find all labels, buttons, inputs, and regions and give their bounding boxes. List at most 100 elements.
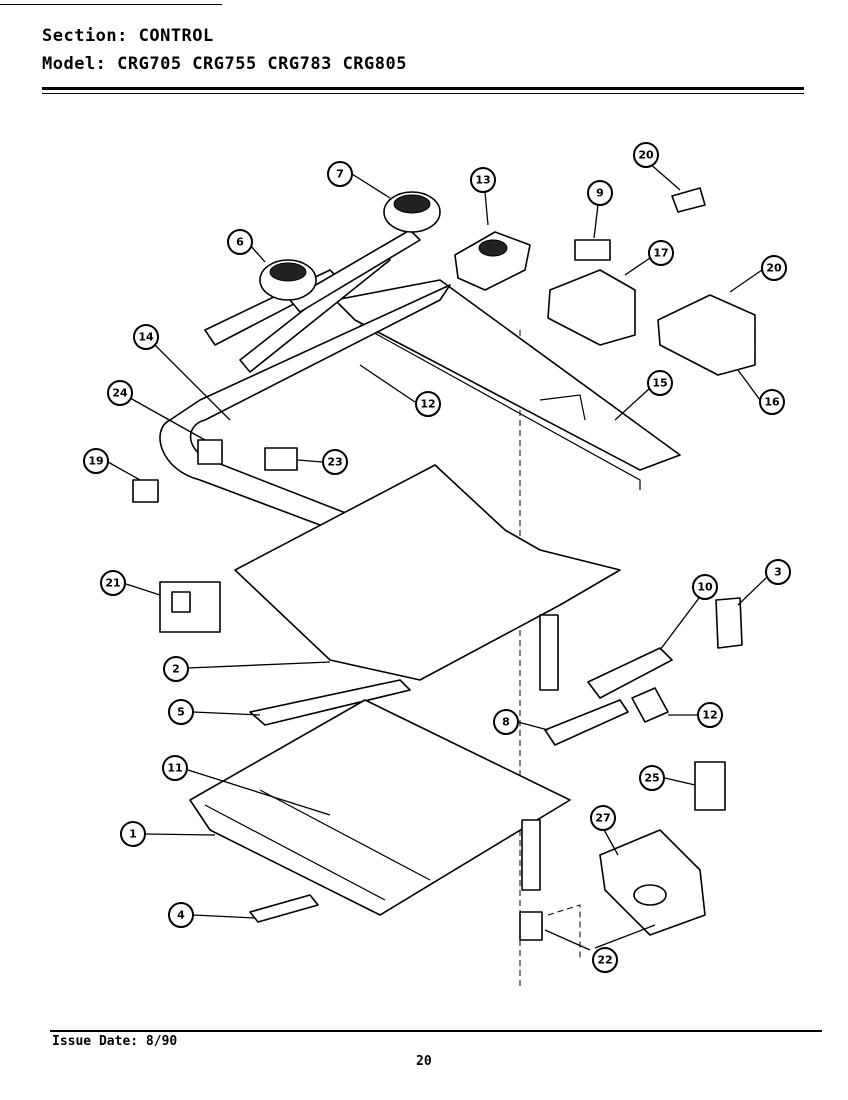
callout-2: 2: [163, 656, 189, 682]
callout-20-top: 20: [633, 142, 659, 168]
callout-9: 9: [587, 180, 613, 206]
callout-16: 16: [759, 389, 785, 415]
callout-22: 22: [592, 947, 618, 973]
callout-12: 12: [415, 391, 441, 417]
callout-20: 20: [761, 255, 787, 281]
reference-line: [547, 904, 581, 960]
svg-text:6: 6: [236, 236, 244, 249]
callout-11: 11: [162, 755, 188, 781]
callout-23: 23: [322, 449, 348, 475]
fuse-part: [694, 761, 726, 811]
svg-text:12: 12: [420, 398, 435, 411]
leader-line: [192, 914, 256, 919]
transformer-part: [159, 581, 221, 633]
thermostat-bulb-part: [544, 699, 629, 746]
svg-text:23: 23: [327, 456, 342, 469]
svg-text:10: 10: [697, 581, 713, 594]
callout-14: 13: [470, 167, 496, 193]
bottom-bracket-part: [249, 894, 319, 923]
callout-4: 4: [168, 902, 194, 928]
callout-25: 25: [639, 765, 665, 791]
housing-box-part: [657, 294, 756, 376]
svg-text:11: 11: [167, 762, 182, 775]
callout-7: 7: [327, 161, 353, 187]
leader-line: [593, 204, 599, 239]
leader-line: [602, 827, 619, 856]
svg-text:9: 9: [596, 187, 604, 200]
connector-part: [264, 447, 298, 471]
callout-13: 12: [697, 702, 723, 728]
svg-text:20: 20: [638, 149, 654, 162]
leader-line: [249, 244, 266, 263]
leader-line: [664, 777, 696, 786]
svg-text:2: 2: [172, 663, 180, 676]
burner-bracket-part: [249, 679, 411, 726]
svg-text:17: 17: [653, 247, 668, 260]
leader-line: [737, 577, 767, 606]
burner-shield-part: [234, 464, 621, 681]
control-bracket-part: [334, 279, 681, 490]
svg-text:12: 12: [702, 709, 717, 722]
switch-part: [574, 239, 611, 261]
callout-21: 21: [100, 570, 126, 596]
svg-text:20: 20: [766, 262, 782, 275]
callout-17: 15: [647, 370, 673, 396]
page-number: 20: [416, 1054, 432, 1069]
svg-text:24: 24: [112, 387, 128, 400]
footer-rule: [50, 1030, 822, 1032]
leader-line: [614, 387, 651, 421]
leader-line: [144, 833, 216, 836]
callout-6: 6: [227, 229, 253, 255]
callout-27: 27: [590, 805, 616, 831]
ignitor-part: [587, 647, 673, 699]
burner-valve-part: [383, 191, 441, 233]
svg-text:27: 27: [595, 812, 610, 825]
hanger-part: [539, 614, 559, 691]
leader-line: [737, 369, 761, 401]
model-line: Model: CRG705 CRG755 CRG783 CRG805: [42, 54, 407, 74]
leader-line: [659, 589, 706, 651]
leader-line: [107, 461, 141, 481]
leader-line: [544, 924, 656, 951]
callout-1: 1: [120, 821, 146, 847]
leader-line: [729, 269, 763, 293]
svg-text:3: 3: [774, 566, 782, 579]
section-title: Section: CONTROL: [42, 26, 214, 46]
leader-line: [647, 161, 681, 191]
leader-line: [484, 191, 489, 226]
svg-text:4: 4: [177, 909, 185, 922]
callout-18: 17: [648, 240, 674, 266]
svg-text:8: 8: [502, 716, 510, 729]
callout-24: 24: [107, 380, 133, 406]
bracket-plate-part: [715, 597, 743, 649]
callout-3: 3: [765, 559, 791, 585]
fitting-part: [197, 439, 223, 465]
leader-line: [517, 721, 549, 731]
svg-text:1: 1: [129, 828, 137, 841]
callout-5: 5: [168, 699, 194, 725]
callout-15: 14: [133, 324, 159, 350]
leader-line: [125, 583, 161, 596]
callout-8: 8: [493, 709, 519, 735]
clip-part: [671, 187, 706, 213]
header-rule: [42, 87, 804, 90]
mounting-plate-part: [631, 687, 669, 723]
leader-line: [187, 661, 331, 669]
svg-text:25: 25: [644, 772, 659, 785]
svg-text:15: 15: [652, 377, 667, 390]
safety-valve-part: [599, 829, 706, 936]
issue-date: Issue Date: 8/90: [52, 1034, 178, 1049]
svg-text:13: 13: [475, 174, 490, 187]
header-rule-thin: [42, 93, 804, 94]
burner-valve-part: [259, 259, 317, 301]
leader-line: [359, 364, 416, 403]
callout-19: 19: [83, 448, 109, 474]
leader-line: [149, 339, 231, 421]
svg-text:21: 21: [105, 577, 120, 590]
leader-line: [192, 711, 261, 716]
svg-text:19: 19: [88, 455, 103, 468]
leader-line: [297, 459, 323, 463]
leader-line: [187, 769, 331, 816]
svg-text:14: 14: [138, 331, 154, 344]
